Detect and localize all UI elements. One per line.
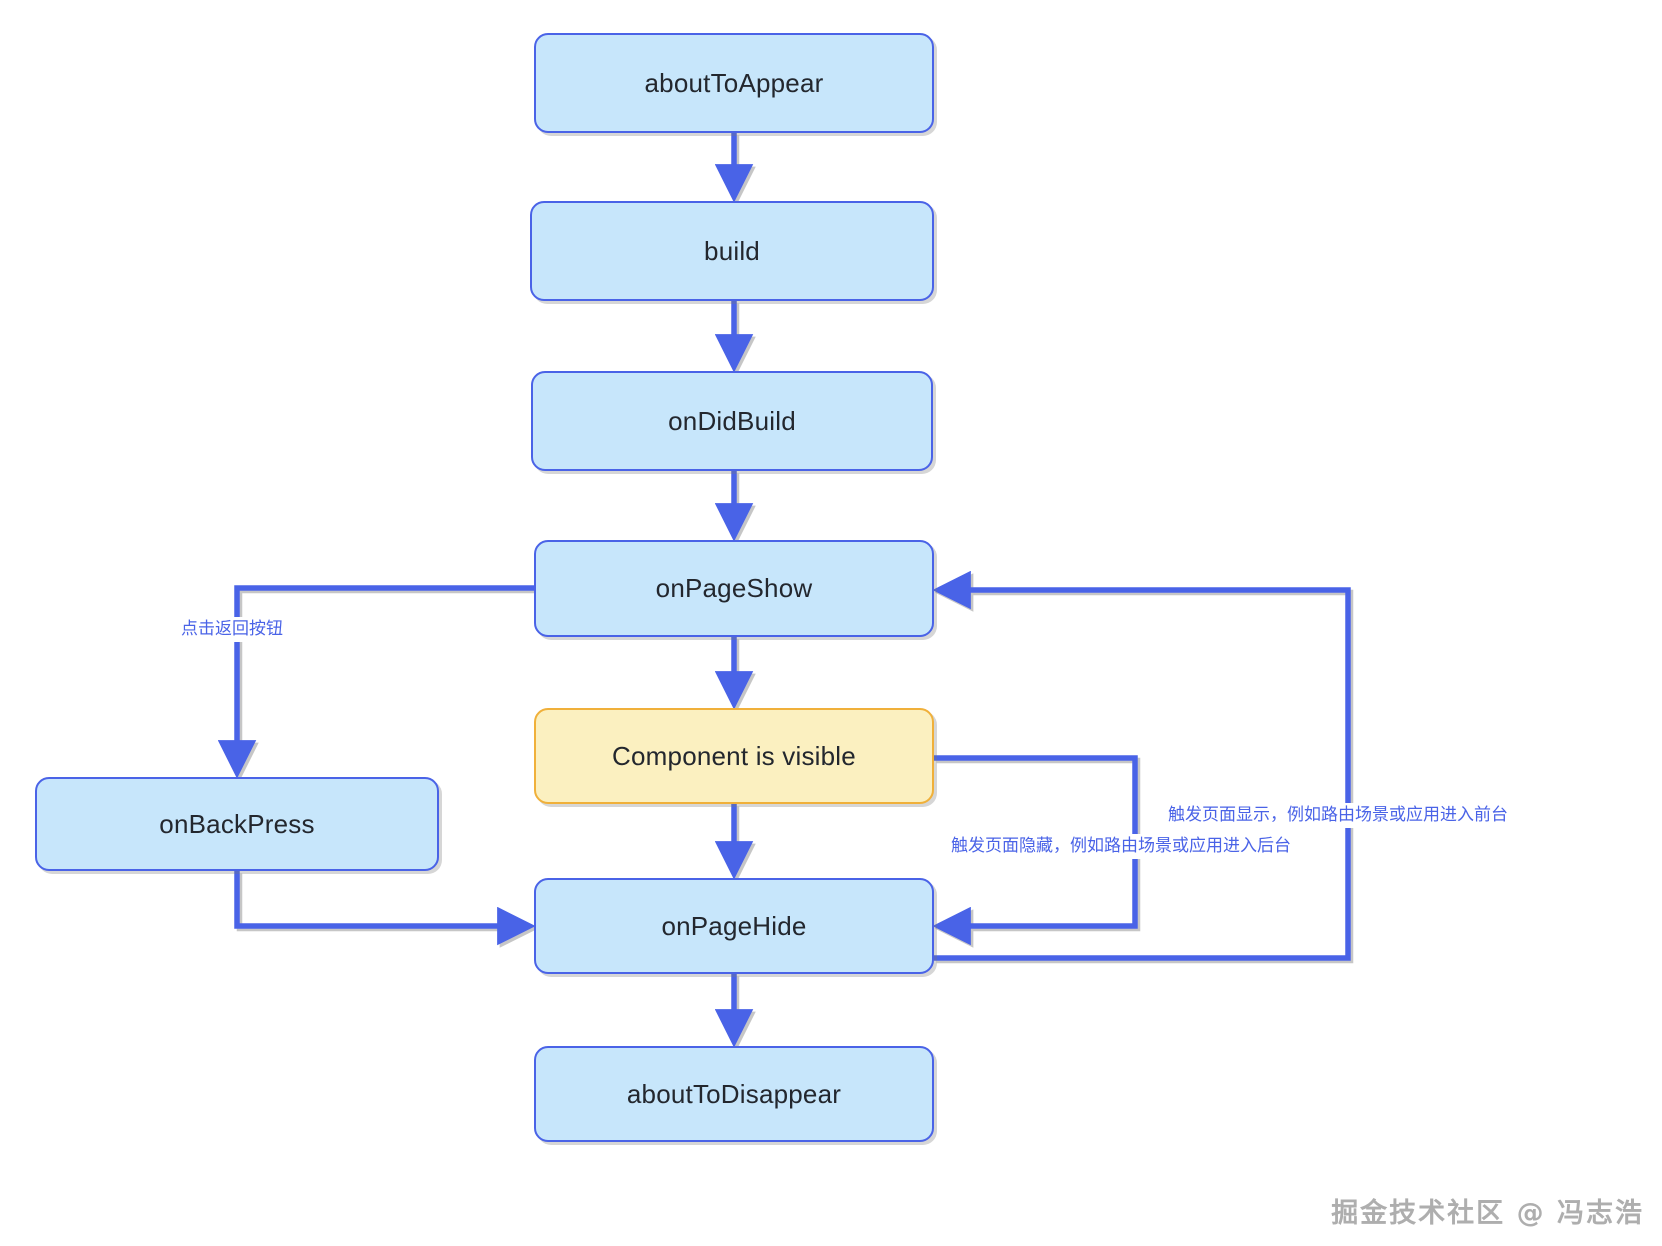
node-ondidbuild[interactable]: onDidBuild [531,371,933,471]
node-label: aboutToAppear [644,67,824,98]
edge-label-page-hide: 触发页面隐藏，例如路由场景或应用进入后台 [948,834,1294,860]
node-label: onDidBuild [668,405,796,436]
watermark: 掘金技术社区 @ 冯志浩 [1331,1198,1644,1229]
edge-onbackpress-onpagehide [234,871,536,946]
node-abouttoappear[interactable]: aboutToAppear [534,33,934,133]
node-label: aboutToDisappear [626,1078,842,1109]
node-label: build [704,235,760,266]
node-label: onBackPress [159,808,315,839]
node-label: onPageShow [655,573,813,603]
node-abouttodisappear[interactable]: aboutToDisappear [534,1046,934,1142]
node-label: onPageHide [661,910,807,941]
edge-onpageshow-onbackpress [217,585,534,779]
edge-label-page-show: 触发页面显示，例如路由场景或应用进入前台 [1165,803,1511,829]
edge-onpagehide-onpageshow-loop [932,570,1351,961]
edge-label-back-press: 点击返回按钮 [178,617,286,643]
node-component-is-visible[interactable]: Component is visible [534,708,934,804]
node-onbackpress[interactable]: onBackPress [35,777,439,871]
node-onpageshow[interactable]: onPageShow [534,540,934,637]
node-label: Component is visible [612,740,856,771]
node-build[interactable]: build [530,201,934,301]
node-onpagehide[interactable]: onPageHide [534,878,934,974]
